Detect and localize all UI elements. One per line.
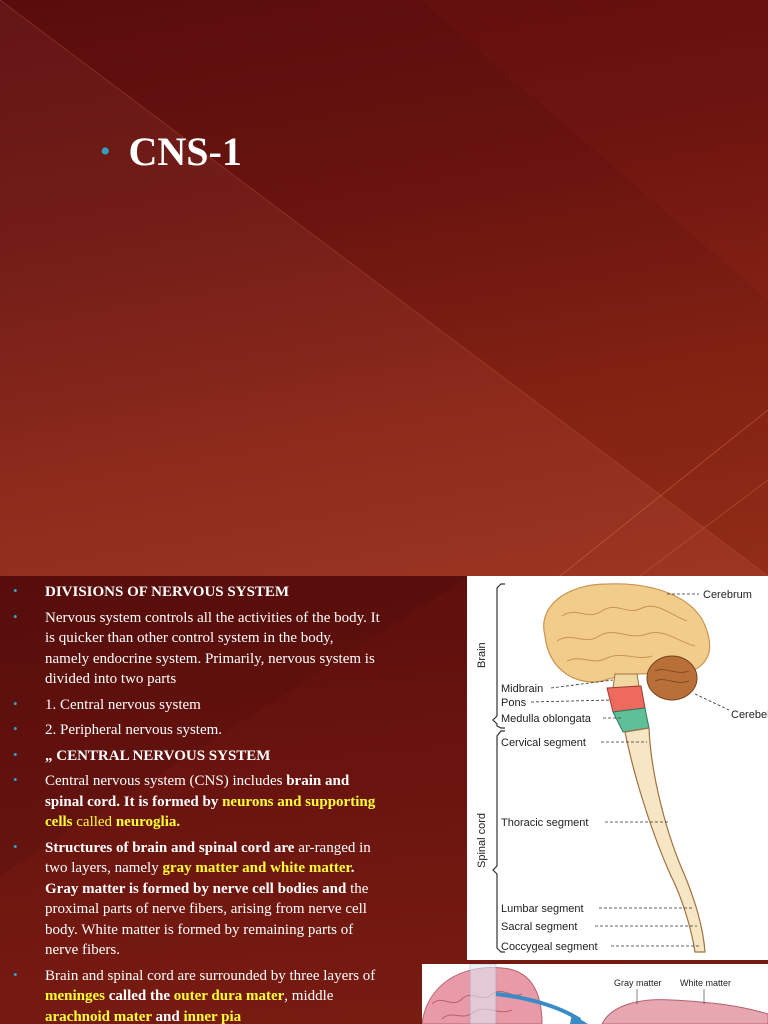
thoracic-label: Thoracic segment: [501, 817, 588, 829]
bullet-text: neurons and supporting cells: [45, 793, 376, 831]
bullet-text: outer dura mater: [173, 988, 285, 1004]
bullet-list: • DIVISIONS OF NERVOUS SYSTEM • Nervous sys…: [0, 582, 400, 1024]
bullet-item: • „ CENTRAL NERVOUS SYSTEM: [0, 746, 400, 767]
bullet-item: • Nervous system controls all the activit…: [0, 608, 400, 690]
bullet-item: • 2. Peripheral nervous system.: [0, 720, 400, 741]
pons-label: Pons: [501, 697, 527, 709]
bullet-text: brain and spinal cord. It is formed by: [45, 773, 350, 810]
bullet-text: ar-ranged in two layers, namely: [45, 839, 371, 877]
bullet-text: and: [151, 1008, 184, 1024]
bullet-text: , middle: [284, 988, 334, 1004]
bullet-text: arachnoid mater: [45, 1008, 152, 1024]
bullet-icon: •: [13, 966, 18, 982]
bullet-text: Brain and spinal cord are surrounded by …: [45, 967, 376, 984]
bullet-item: • DIVISIONS OF NERVOUS SYSTEM: [0, 582, 400, 603]
bullet-item: • 1. Central nervous system: [0, 695, 400, 716]
cervical-label: Cervical segment: [501, 737, 586, 749]
content-slide: • DIVISIONS OF NERVOUS SYSTEM • Nervous sys…: [0, 576, 768, 1024]
bullet-text: called the: [105, 988, 174, 1004]
bullet-text: Nervous system controls all the activiti…: [45, 609, 380, 688]
title-slide: • CNS-1: [0, 0, 768, 576]
sacral-label: Sacral segment: [501, 921, 577, 933]
gray-matter-label: Gray matter: [614, 978, 662, 988]
bullet-text: inner pia: [183, 1008, 242, 1024]
bullet-text: called: [72, 814, 116, 830]
background-decoration: [0, 576, 470, 876]
bullet-icon: •: [13, 608, 18, 624]
bullet-text: Central nervous system (CNS) includes: [45, 773, 287, 789]
bullet-icon: •: [13, 746, 18, 762]
cerebrum-label: Cerebrum: [703, 589, 752, 601]
bullet-icon: •: [13, 695, 18, 711]
brain-section-figure: Gray matter White matter: [422, 964, 768, 1024]
slide-title: CNS-1: [128, 129, 242, 174]
coccygeal-label: Coccygeal segment: [501, 941, 598, 953]
bullet-item: • Structures of brain and spinal cord are…: [0, 838, 400, 961]
white-matter-label: White matter: [680, 978, 731, 988]
title-row: • CNS-1: [100, 128, 242, 175]
lumbar-label: Lumbar segment: [501, 903, 584, 915]
bullet-text: gray matter and white matter: [162, 860, 351, 876]
bullet-icon: •: [13, 721, 18, 736]
brain-label: Brain: [476, 642, 488, 668]
bullet-text: „ CENTRAL NERVOUS SYSTEM: [45, 747, 271, 764]
bullet-text: . Gray matter is formed by nerve cell bo…: [45, 860, 355, 897]
bullet-item: • Brain and spinal cord are surrounded b…: [0, 966, 400, 1024]
background-decoration: [0, 0, 768, 576]
bullet-text: Structures of brain and spinal cord are: [45, 839, 299, 856]
bullet-item: • Central nervous system (CNS) includes b…: [0, 771, 400, 833]
bullet-icon: •: [13, 838, 18, 854]
cerebellum-label: Cerebellum: [731, 709, 768, 721]
bullet-text: neuroglia.: [115, 814, 181, 830]
bullet-text: DIVISIONS OF NERVOUS SYSTEM: [45, 584, 290, 600]
bullet-text: 1. Central nervous system: [45, 696, 201, 713]
bullet-text: meninges: [45, 988, 105, 1004]
brain-spinal-cord-figure: Brain Spinal cord Cerebrum Midbrain Pons: [467, 576, 768, 960]
midbrain-label: Midbrain: [501, 683, 543, 695]
spinal-cord-label: Spinal cord: [476, 813, 488, 868]
bullet-text: 2. Peripheral nervous system.: [45, 722, 223, 738]
bullet-icon: •: [13, 772, 18, 787]
bullet-text: the proximal parts of nerve fibers, aris…: [45, 880, 369, 959]
medulla-label: Medulla oblongata: [501, 713, 592, 725]
bullet-icon: •: [100, 134, 111, 168]
bullet-icon: •: [13, 583, 18, 598]
